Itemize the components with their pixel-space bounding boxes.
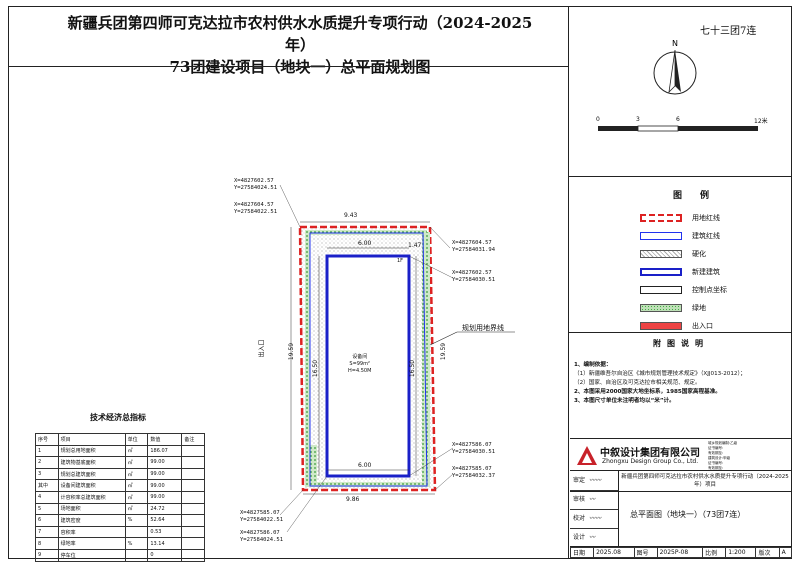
bold-blue-outline-icon xyxy=(640,268,682,276)
dim-inner-top: 6.00 xyxy=(358,240,372,247)
project-name: 新疆兵团第四师可克达拉市农村供水水质提升专项行动（2024-2025年）项目 xyxy=(621,474,789,488)
role-approve: 审定〰〰 xyxy=(570,472,618,491)
role-review: 审核〰 xyxy=(570,491,618,510)
green-strip-right xyxy=(422,232,430,487)
entrance-label: 出入口 xyxy=(258,339,266,358)
site-plan xyxy=(279,184,515,533)
drawing-title: 新疆兵团第四师可克达拉市农村供水水质提升专项行动（2024-2025年） 73团… xyxy=(60,12,540,78)
note-line-2: （1）新疆维吾尔自治区《城市规划管理技术规定》（XJJ013-2012）； xyxy=(574,371,746,377)
coordinate-box-icon xyxy=(640,286,682,294)
legend-item-green: 绿地 xyxy=(640,299,760,317)
building-area: S=99m² xyxy=(349,361,370,367)
scale-bar: 0 3 6 12米 xyxy=(596,116,771,142)
title-underline xyxy=(8,66,568,67)
tech-table-title: 技术经济总指标 xyxy=(90,413,146,422)
legend-title: 图例 xyxy=(672,191,727,201)
green-strip-left xyxy=(305,230,310,487)
boundary-label: 规划用地界线 xyxy=(462,324,504,332)
company-logo xyxy=(576,445,598,467)
building-floor: 1F xyxy=(397,258,404,264)
green-patch xyxy=(305,445,317,483)
note-line-4: 2、本图采用2000国家大地坐标系，1985国家高程基准。 xyxy=(574,389,721,395)
drawing-name: 总平面图（地块一）（73团7连） xyxy=(630,510,746,519)
legend-item-new-building: 新建建筑 xyxy=(640,263,760,281)
note-line-1: 1、编制依据： xyxy=(574,362,612,368)
building-label: 设备间 S=99m² H=4.50M xyxy=(348,354,371,375)
legend-item-control-point: 控制点坐标 xyxy=(640,281,760,299)
company-name-en: Zhongxu Design Group Co., Ltd. xyxy=(602,458,699,465)
legend-item-building-line: 建筑红线 xyxy=(640,227,760,245)
roles-column: 审定〰〰 审核〰 校对〰〰 设计〰 xyxy=(570,472,618,547)
building-height: H=4.50M xyxy=(348,368,372,374)
scale-tick-0: 0 xyxy=(596,116,600,123)
dim-offset: 1.47 xyxy=(408,242,422,249)
dim-top-width: 9.43 xyxy=(344,212,358,219)
north-letter: N xyxy=(672,39,678,48)
notes: 附图说明 1、编制依据： （1）新疆维吾尔自治区《城市规划管理技术规定》（XJJ… xyxy=(574,338,788,406)
role-check: 校对〰〰 xyxy=(570,510,618,529)
hatch-fill-icon xyxy=(640,250,682,258)
note-line-3: （2）国家、自治区及可克达拉市相关规范、规定。 xyxy=(574,380,701,386)
title-block: 中叙设计集团有限公司 Zhongxu Design Group Co., Ltd… xyxy=(569,438,793,560)
role-design: 设计〰 xyxy=(573,534,596,541)
dim-inner-right: 16.50 xyxy=(409,359,417,378)
green-dots-icon xyxy=(640,304,682,312)
legend-top-line xyxy=(568,176,792,177)
legend-item-entrance: 出入口 xyxy=(640,317,760,335)
entrance-arrow-icon xyxy=(640,322,682,330)
corner-tag: 七十三团7连 xyxy=(700,26,757,37)
title-line-2: 73团建设项目（地块一）总平面规划图 xyxy=(169,58,431,76)
north-arrow-icon: N xyxy=(653,39,697,95)
notes-title: 附图说明 xyxy=(653,339,709,348)
dim-inner-left: 16.50 xyxy=(312,359,320,378)
legend-item-hardened: 硬化 xyxy=(640,245,760,263)
new-building xyxy=(325,254,411,478)
note-line-5: 3、本图尺寸单位未注明者均以“米”计。 xyxy=(574,398,675,404)
dim-right-height: 19.59 xyxy=(440,342,448,361)
dim-inner-bottom: 6.00 xyxy=(358,462,372,469)
table-header-row: 序号项目单位数值备注 xyxy=(35,433,205,446)
notes-top-line xyxy=(568,332,792,333)
title-line-1: 新疆兵团第四师可克达拉市农村供水水质提升专项行动（2024-2025年） xyxy=(67,14,533,54)
blue-outline-icon xyxy=(640,232,682,240)
dim-left-height: 19.59 xyxy=(288,342,296,361)
legend: 图例 用地红线 建筑红线 硬化 新建建筑 控制点坐标 绿地 出入口 xyxy=(640,188,760,335)
drawing-frame xyxy=(8,6,792,559)
legend-item-red-line: 用地红线 xyxy=(640,209,760,227)
scale-tick-3: 3 xyxy=(636,116,640,123)
scale-tick-12: 12米 xyxy=(754,118,768,125)
company-name-cn: 中叙设计集团有限公司 xyxy=(600,448,700,459)
right-panel-divider xyxy=(568,6,570,559)
scale-tick-6: 6 xyxy=(676,116,680,123)
green-strip-bottom xyxy=(305,482,430,487)
building-name: 设备间 xyxy=(352,354,368,360)
red-dashed-line-icon xyxy=(640,214,682,222)
dim-bottom-width: 9.86 xyxy=(346,496,360,503)
certificates: 城乡规划编制:乙级证书编号:有效期至: 建筑设计:甲级证书编号:有效期至: xyxy=(708,441,738,470)
building-redline xyxy=(309,232,428,487)
